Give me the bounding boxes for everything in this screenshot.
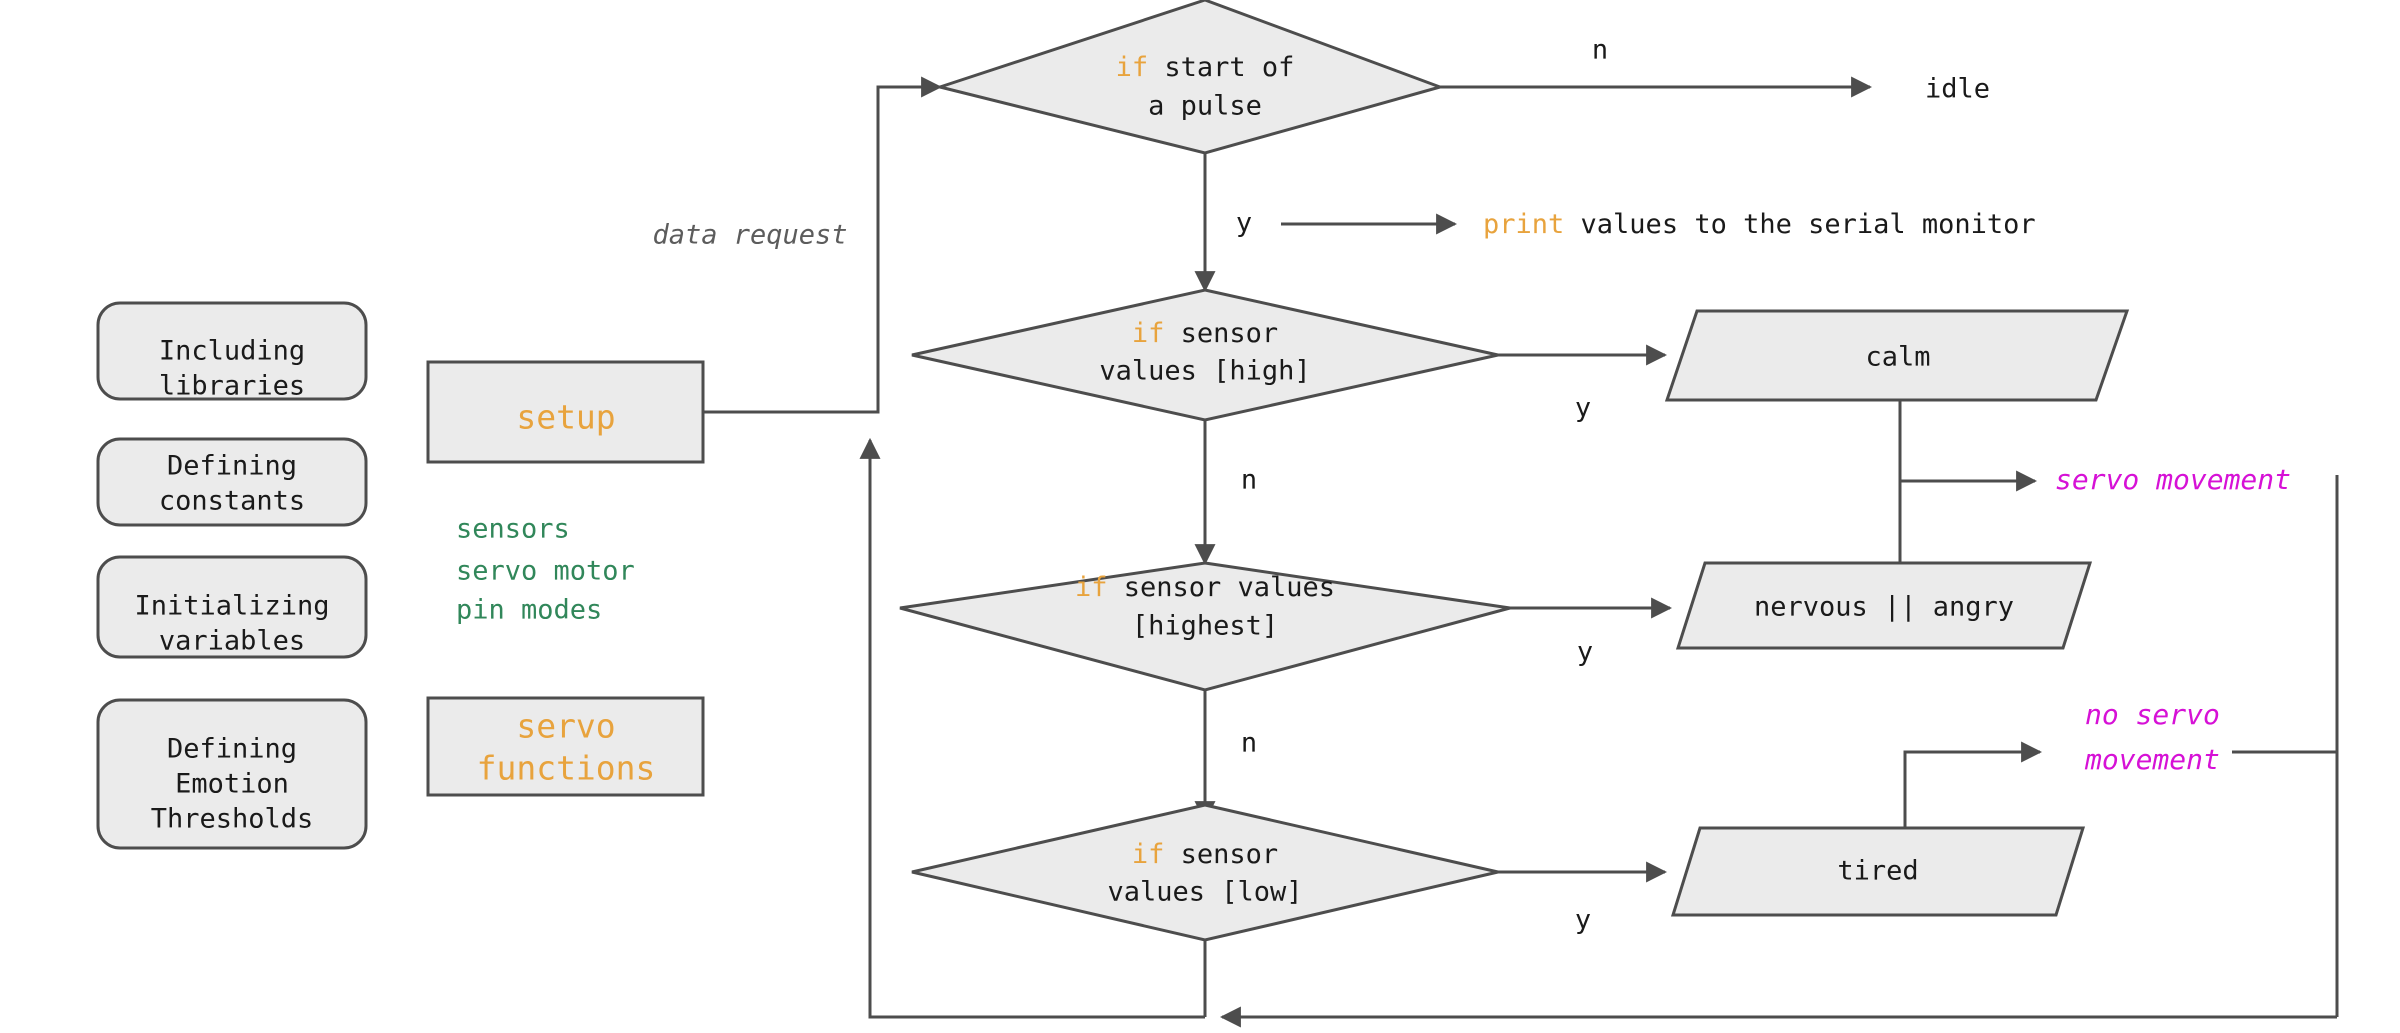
setup-block-group: setup sensors servo motor pin modes — [426, 360, 705, 626]
label-start-of-pulse-yes: y — [1236, 208, 1252, 239]
box-including-libraries-line-2: libraries — [159, 371, 305, 402]
box-defining-emotion-thresholds[interactable] — [96, 698, 368, 850]
annotation-no-servo-movement-line-1: no servo — [2085, 698, 2220, 731]
setup-block-label: setup — [516, 398, 615, 437]
decision-sensor-values-highest-line-1: if sensor values — [1075, 572, 1335, 603]
terminal-idle: idle — [1925, 74, 1990, 105]
edge-setup-to-start-of-pulse — [703, 76, 943, 414]
box-initializing-variables-line-1: Initializing — [134, 591, 329, 622]
servo-functions-group: servo functions — [426, 696, 705, 797]
setup-note-pin-modes: pin modes — [456, 595, 602, 626]
outcome-tired-shape[interactable] — [1670, 826, 2086, 917]
box-defining-emotion-thresholds-line-3: Thresholds — [151, 804, 314, 835]
servo-functions-line-1: servo — [516, 707, 615, 746]
decision-sensor-values-low-line-1: if sensor — [1132, 839, 1278, 870]
label-start-of-pulse-no: n — [1592, 35, 1608, 66]
annotation-servo-movement: servo movement — [2055, 463, 2291, 496]
outcome-nervous-angry-shape[interactable] — [1675, 561, 2093, 650]
decision-sensor-values-highest-line-2: [highest] — [1132, 611, 1278, 642]
annotation-no-servo-movement-line-2: movement — [2084, 743, 2220, 776]
box-initializing-variables-line-2: variables — [159, 626, 305, 657]
outcome-tired-label: tired — [1837, 856, 1918, 887]
servo-functions-line-2: functions — [477, 749, 656, 788]
decision-sensor-values-low[interactable]: if sensor values [low] — [911, 803, 1499, 942]
box-defining-emotion-thresholds-line-2: Emotion — [175, 769, 289, 800]
decision-start-of-pulse[interactable]: if start of a pulse — [934, 0, 1445, 155]
decision-start-of-pulse-shape[interactable] — [934, 0, 1445, 155]
label-highest-yes: y — [1577, 637, 1593, 668]
edge-loop-back-up — [859, 437, 1205, 1019]
decision-sensor-values-high[interactable]: if sensor values [high] — [911, 288, 1499, 422]
setup-stack: Including libraries Defining constants I… — [96, 301, 368, 850]
decision-sensor-values-highest-shape[interactable] — [899, 561, 1511, 692]
decision-sensor-values-high-line-2: values [high] — [1099, 356, 1310, 387]
box-including-libraries[interactable] — [96, 301, 368, 401]
decision-start-of-pulse-line-1: if start of — [1116, 52, 1295, 83]
outcome-calm-shape[interactable] — [1664, 309, 2130, 402]
annotation-data-request: data request — [652, 220, 847, 251]
decision-sensor-values-high-shape[interactable] — [911, 288, 1499, 422]
decision-sensor-values-low-line-2: values [low] — [1107, 877, 1302, 908]
terminal-print-serial: print values to the serial monitor — [1483, 209, 2036, 240]
box-defining-constants-line-2: constants — [159, 486, 305, 517]
decision-sensor-values-high-line-1: if sensor — [1132, 318, 1278, 349]
box-including-libraries-line-1: Including — [159, 336, 305, 367]
box-defining-constants[interactable] — [96, 437, 368, 527]
label-high-yes: y — [1575, 393, 1591, 424]
edge-tired-to-no-servo-movement — [1903, 741, 2043, 845]
decision-sensor-values-low-shape[interactable] — [911, 803, 1499, 942]
decision-sensor-values-highest[interactable]: if sensor values [highest] — [899, 561, 1511, 692]
setup-note-sensors: sensors — [456, 514, 570, 545]
outcome-calm-label: calm — [1865, 342, 1930, 373]
box-defining-constants-line-1: Defining — [167, 451, 297, 482]
setup-note-servo-motor: servo motor — [456, 556, 635, 587]
label-highest-no: n — [1241, 728, 1257, 759]
decision-start-of-pulse-line-2: a pulse — [1148, 91, 1262, 122]
box-initializing-variables[interactable] — [96, 555, 368, 659]
outcome-nervous-angry-label: nervous || angry — [1754, 592, 2014, 623]
label-low-yes: y — [1575, 905, 1591, 936]
setup-block[interactable] — [426, 360, 705, 464]
label-high-no: n — [1241, 465, 1257, 496]
servo-functions-block[interactable] — [426, 696, 705, 797]
box-defining-emotion-thresholds-line-1: Defining — [167, 734, 297, 765]
